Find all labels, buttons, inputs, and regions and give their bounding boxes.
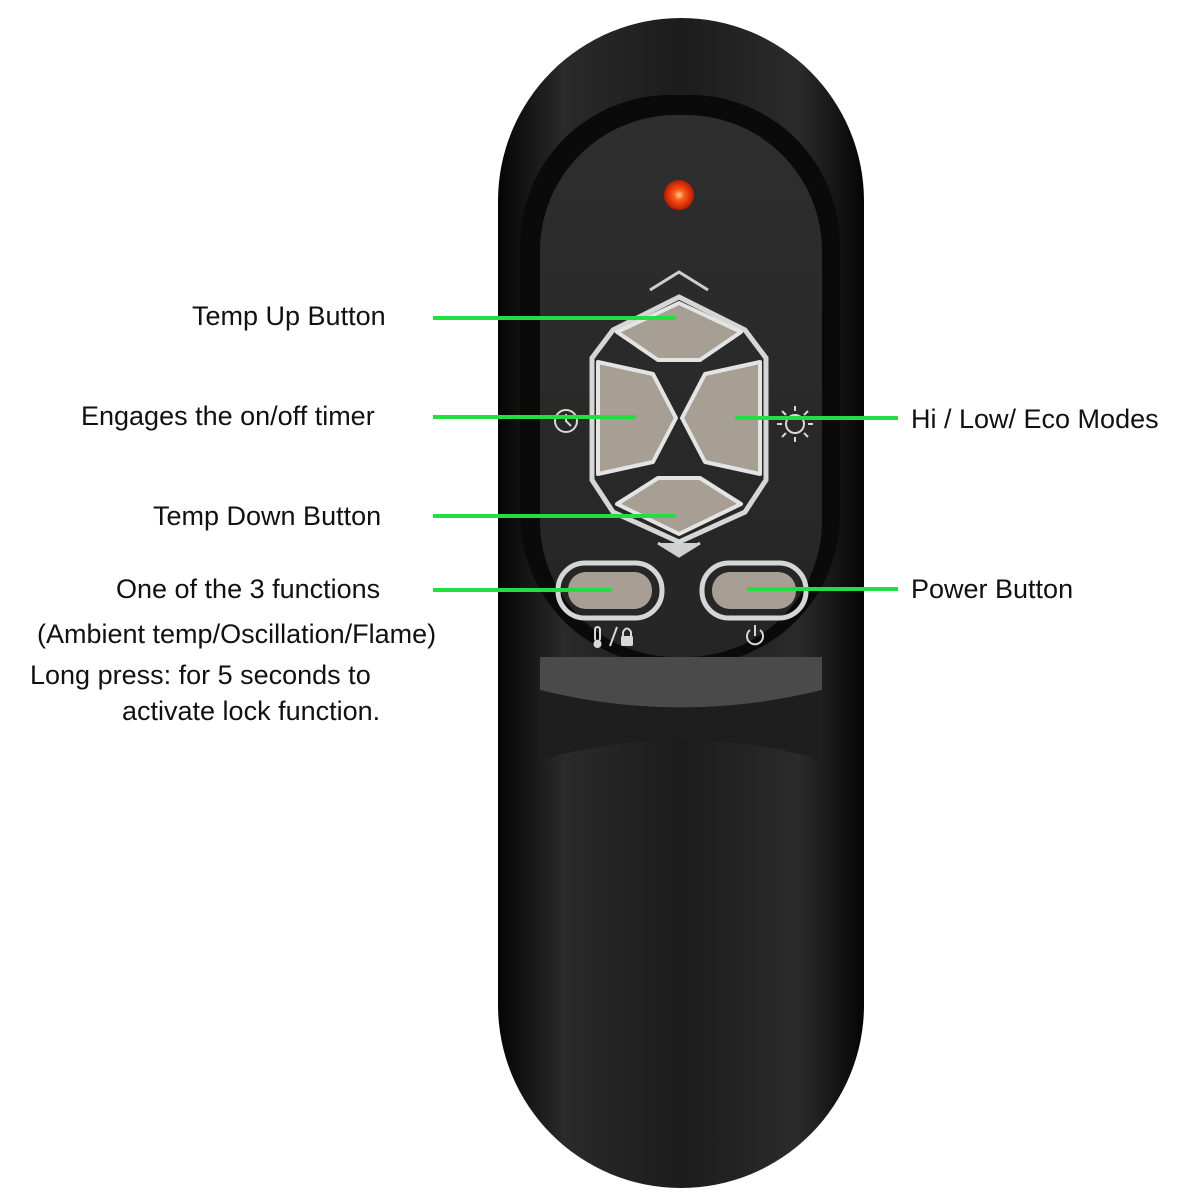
up-arrow-icon bbox=[649, 270, 709, 292]
label-long-press-2: activate lock function. bbox=[122, 696, 381, 726]
control-panel bbox=[540, 115, 822, 657]
label-long-press-1: Long press: for 5 seconds to bbox=[30, 660, 371, 690]
label-power: Power Button bbox=[911, 574, 1074, 604]
label-function: One of the 3 functions bbox=[116, 574, 381, 604]
down-arrow-icon bbox=[657, 541, 701, 558]
label-timer: Engages the on/off timer bbox=[81, 401, 375, 431]
label-temp-down: Temp Down Button bbox=[153, 501, 382, 531]
thermometer-icon bbox=[593, 626, 602, 648]
slash-divider bbox=[609, 626, 618, 647]
temp-up-button[interactable] bbox=[615, 301, 743, 362]
label-modes: Hi / Low/ Eco Modes bbox=[911, 404, 1159, 434]
sun-icon bbox=[777, 406, 813, 442]
lower-plate-shadow bbox=[540, 690, 822, 760]
lock-icon bbox=[621, 627, 633, 646]
mode-button[interactable] bbox=[680, 360, 762, 476]
power-icon bbox=[746, 625, 764, 646]
label-temp-up: Temp Up Button bbox=[192, 301, 386, 331]
led-indicator bbox=[664, 180, 694, 210]
timer-button[interactable] bbox=[596, 360, 678, 476]
lower-plate bbox=[540, 657, 822, 708]
label-function-detail: (Ambient temp/Oscillation/Flame) bbox=[37, 619, 437, 649]
dpad-outline bbox=[589, 294, 769, 545]
temp-down-button[interactable] bbox=[615, 476, 743, 536]
